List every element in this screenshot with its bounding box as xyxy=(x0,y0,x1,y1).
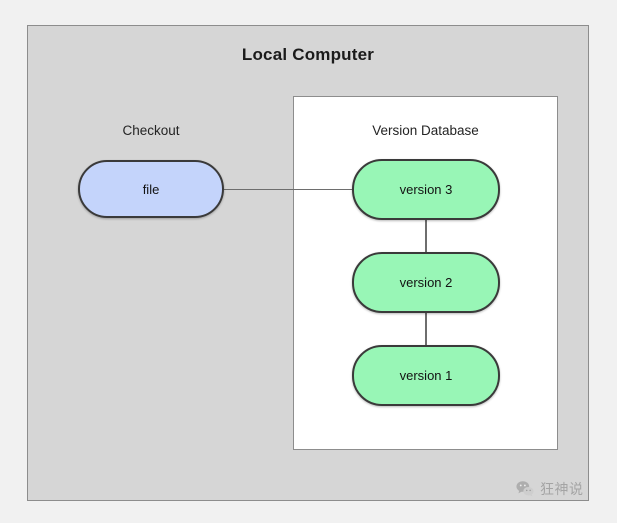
node-version-3[interactable]: version 3 xyxy=(352,159,500,220)
watermark: 狂神说 xyxy=(515,479,584,499)
watermark-text: 狂神说 xyxy=(540,482,584,498)
local-computer-title: Local Computer xyxy=(241,45,375,64)
connector-version-2-to-version-1 xyxy=(425,313,427,345)
connector-file-to-version-3 xyxy=(224,188,352,191)
node-file[interactable]: file xyxy=(78,160,224,218)
connector-version-3-to-version-2 xyxy=(425,220,427,252)
checkout-label: Checkout xyxy=(122,123,180,138)
node-version-1[interactable]: version 1 xyxy=(352,345,500,406)
wechat-icon xyxy=(516,481,534,497)
version-database-title: Version Database xyxy=(372,123,479,138)
node-version-2[interactable]: version 2 xyxy=(352,252,500,313)
